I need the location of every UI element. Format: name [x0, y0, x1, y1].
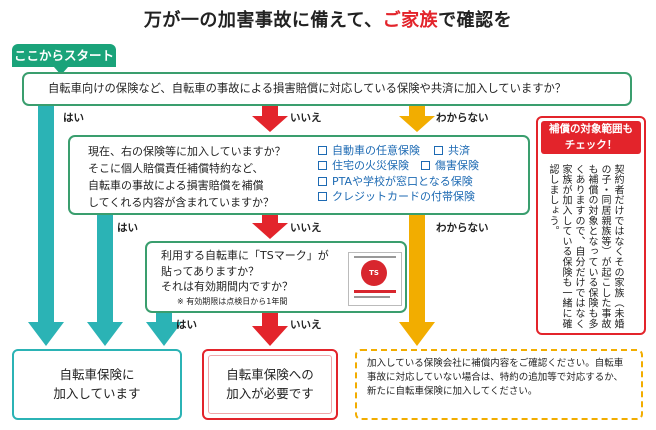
q2-line: してくれる内容が含まれていますか？ [88, 196, 275, 209]
q2-line: そこに個人賠償責任補償特約など、 [88, 162, 264, 175]
check-item: 共済 [448, 144, 470, 157]
label-no-3: いいえ [290, 319, 322, 331]
ts-mark-line [354, 296, 390, 298]
question-2-text: 現在、右の保険等に加入していますか？ そこに個人賠償責任補償特約など、 自転車の… [88, 143, 286, 211]
arrow-no-3 [252, 313, 288, 346]
ts-mark-line [354, 256, 396, 258]
question-1-text: 自転車向けの保険など、自転車の事故による損害賠償に対応している保険や共済に加入し… [48, 82, 567, 95]
arrow-yes-2 [87, 215, 123, 346]
outcome-check-coverage: 加入している保険会社に補償内容をご確認ください。自転車事故に対応していない場合は… [355, 349, 643, 420]
outcome-insured-line: 自転車保険に [59, 367, 135, 382]
q3-line: 貼ってありますか？ [161, 264, 260, 278]
insurance-checklist: 自動車の任意保険 共済 住宅の火災保険 傷害保険 PTAや学校が窓口となる保険 クレ… [318, 143, 479, 205]
ts-mark-icon: TS [348, 252, 402, 306]
outcome-insured-line: 加入しています [53, 386, 141, 401]
checkbox-icon [421, 161, 430, 171]
question-3-text: 利用する自転車に「TSマーク」が 貼ってありますか？ それは有効期間内ですか？ [161, 248, 329, 295]
arrow-yes-1 [28, 106, 64, 346]
q2-line: 自転車の事故による損害賠償を補償 [88, 179, 264, 192]
outcome-insured: 自転車保険に 加入しています [12, 349, 182, 420]
label-yes-1: はい [63, 112, 84, 124]
checkbox-icon [318, 146, 327, 155]
ts-mark-badge: TS [361, 260, 387, 286]
arrow-no-2 [252, 215, 288, 239]
title-prefix: 万が一の加害事故に備えて、 [143, 10, 383, 31]
arrow-unknown-1 [399, 106, 435, 132]
checkbox-icon [318, 176, 327, 186]
check-item: 住宅の火災保険 [332, 159, 409, 173]
q3-line: それは有効期間内ですか？ [161, 280, 293, 293]
title-suffix: で確認を [438, 10, 513, 31]
outcome-check-text: 加入している保険会社に補償内容をご確認ください。自転車事故に対応していない場合は… [367, 358, 624, 397]
start-tab: ここからスタート [12, 44, 116, 75]
label-unknown-2: わからない [436, 222, 489, 234]
title-highlight: ご家族 [382, 10, 439, 31]
label-no-2: いいえ [290, 222, 322, 234]
outcome-need-insurance: 自転車保険への 加入が必要です [202, 349, 338, 420]
outcome-need-line: 加入が必要です [226, 386, 314, 401]
label-unknown-1: わからない [436, 112, 489, 124]
q2-line: 現在、右の保険等に加入していますか？ [88, 145, 286, 158]
check-item: クレジットカードの付帯保険 [332, 190, 475, 204]
question-2: 現在、右の保険等に加入していますか？ そこに個人賠償責任補償特約など、 自転車の… [68, 135, 530, 215]
label-yes-3: はい [176, 319, 197, 331]
q3-line: 利用する自転車に「TSマーク」が [161, 249, 329, 262]
check-item: PTAや学校が窓口となる保険 [332, 174, 473, 188]
label-yes-2: はい [117, 222, 138, 234]
coverage-note: 補償の対象範囲も チェック！ 契約者だけではなくその家族（未婚の子・同居親族等）… [536, 116, 646, 335]
arrow-yes-3 [146, 313, 182, 346]
check-item: 傷害保険 [435, 159, 479, 173]
arrow-no-1 [252, 106, 288, 132]
coverage-note-body: 契約者だけではなくその家族（未婚の子・同居親族等）が起こした事故も補償の対象とな… [547, 164, 623, 329]
coverage-heading-line: 補償の対象範囲も [549, 123, 633, 135]
checkbox-icon [318, 161, 327, 171]
question-1: 自転車向けの保険など、自転車の事故による損害賠償に対応している保険や共済に加入し… [22, 72, 632, 106]
coverage-heading-line: チェック！ [564, 139, 618, 151]
question-3: 利用する自転車に「TSマーク」が 貼ってありますか？ それは有効期間内ですか？ … [145, 241, 407, 313]
ts-note: ※ 有効期限は点検日から1年間 [177, 297, 288, 306]
coverage-note-heading: 補償の対象範囲も チェック！ [541, 121, 641, 154]
checkbox-icon [318, 192, 327, 202]
page-title: 万が一の加害事故に備えて、ご家族で確認を [0, 6, 656, 32]
outcome-need-line: 自転車保険への [226, 367, 314, 382]
ts-mark-band [354, 290, 396, 293]
check-item: 自動車の任意保険 [332, 144, 420, 157]
label-no-1: いいえ [290, 112, 322, 124]
checkbox-icon [434, 146, 443, 155]
arrow-unknown-2 [399, 215, 435, 346]
